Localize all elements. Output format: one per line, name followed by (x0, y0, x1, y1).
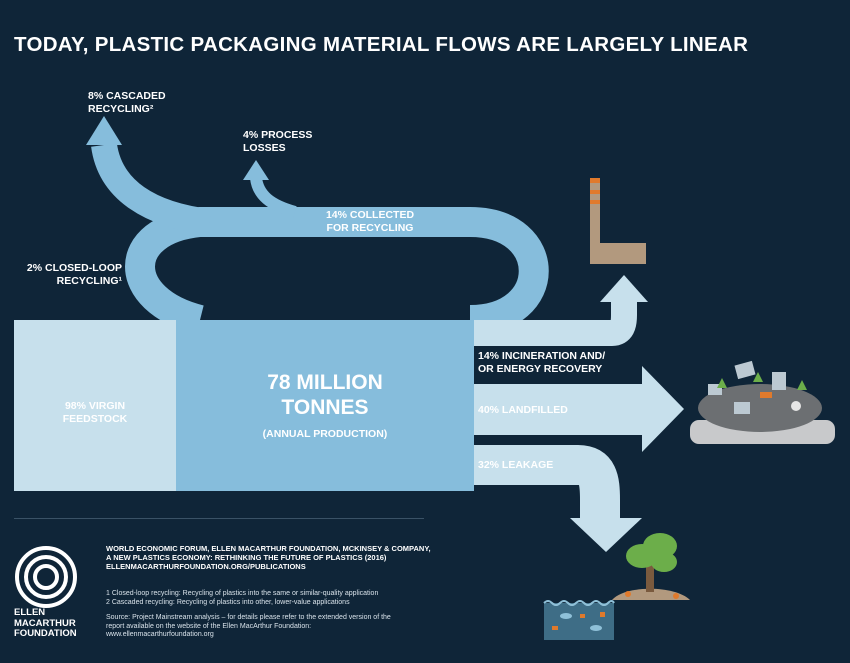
foundation-logo-icon (15, 546, 77, 608)
total-line2: TONNES (281, 396, 369, 419)
page-title: TODAY, PLASTIC PACKAGING MATERIAL FLOWS … (14, 33, 749, 56)
cascaded-recycling-label: 8% CASCADED RECYCLING² (88, 90, 166, 116)
source-note: Source: Project Mainstream analysis – fo… (106, 614, 436, 640)
process-losses-flow (250, 176, 297, 218)
incineration-flow (474, 300, 637, 346)
cascaded-recycling-line1: 8% CASCADED (88, 90, 166, 102)
closed-loop-label: 2% CLOSED-LOOP RECYCLING¹ (10, 262, 122, 288)
incineration-line2: OR ENERGY RECOVERY (478, 363, 603, 375)
incineration-arrow (600, 275, 648, 302)
virgin-line1: 98% VIRGIN (64, 400, 126, 412)
landfilled-label: 40% LANDFILLED (478, 404, 568, 416)
production-subtitle: (ANNUAL PRODUCTION) (262, 428, 388, 440)
process-losses-line2: LOSSES (243, 142, 286, 154)
production-box (176, 320, 474, 491)
cascaded-recycling-line2: RECYCLING² (88, 103, 154, 115)
logo-line3: FOUNDATION (14, 628, 77, 639)
process-losses-label: 4% PROCESS LOSSES (243, 129, 312, 155)
cascaded-recycling-flow (91, 142, 212, 235)
cascaded-recycling-arrow (86, 116, 122, 145)
logo-line1: ELLEN (14, 607, 46, 618)
footnote-cascaded: 2 Cascaded recycling: Recycling of plast… (106, 599, 350, 606)
virgin-feedstock-box (14, 320, 176, 491)
citation: WORLD ECONOMIC FORUM, ELLEN MACARTHUR FO… (106, 544, 436, 571)
closed-loop-line1: 2% CLOSED-LOOP (26, 262, 122, 274)
leakage-flow (474, 445, 620, 520)
ocean-icon (543, 600, 615, 640)
process-losses-line1: 4% PROCESS (243, 129, 313, 141)
leakage-label: 32% LEAKAGE (478, 459, 554, 471)
citation-line3: ELLENMACARTHURFOUNDATION.ORG/PUBLICATION… (106, 562, 306, 571)
foundation-logo-text: ELLEN MACARTHUR FOUNDATION (14, 607, 77, 640)
incineration-label: 14% INCINERATION AND/ OR ENERGY RECOVERY (478, 350, 605, 376)
footnote-closed-loop: 1 Closed-loop recycling: Recycling of pl… (106, 590, 379, 597)
source-line1: Source: Project Mainstream analysis – fo… (106, 614, 391, 621)
incinerator-icon (590, 178, 646, 264)
footer-divider (14, 518, 424, 519)
citation-line1: WORLD ECONOMIC FORUM, ELLEN MACARTHUR FO… (106, 544, 431, 553)
incineration-line1: 14% INCINERATION AND/ (478, 350, 606, 362)
closed-loop-line2: RECYCLING¹ (56, 275, 122, 287)
production-total: 78 MILLION TONNES (176, 370, 474, 420)
island-tree-icon (612, 533, 690, 600)
process-losses-arrow (243, 160, 269, 180)
virgin-line2: FEEDSTOCK (62, 413, 128, 425)
collected-line1: 14% COLLECTED (325, 209, 415, 221)
collected-for-recycling-label: 14% COLLECTED FOR RECYCLING (300, 209, 440, 235)
citation-line2: A NEW PLASTICS ECONOMY: RETHINKING THE F… (106, 553, 387, 562)
source-line2: report available on the website of the E… (106, 622, 312, 630)
recycling-loop (125, 207, 549, 335)
logo-line2: MACARTHUR (14, 617, 76, 629)
source-line3: www.ellenmacarthurfoundation.org (106, 631, 214, 638)
collected-line2: FOR RECYCLING (326, 222, 414, 234)
landfill-icon (690, 360, 835, 444)
landfill-flow (474, 384, 642, 435)
total-line1: 78 MILLION (267, 371, 383, 394)
leakage-arrow (570, 518, 642, 552)
landfill-arrow (642, 366, 684, 452)
virgin-feedstock-label: 98% VIRGIN FEEDSTOCK (14, 400, 176, 426)
